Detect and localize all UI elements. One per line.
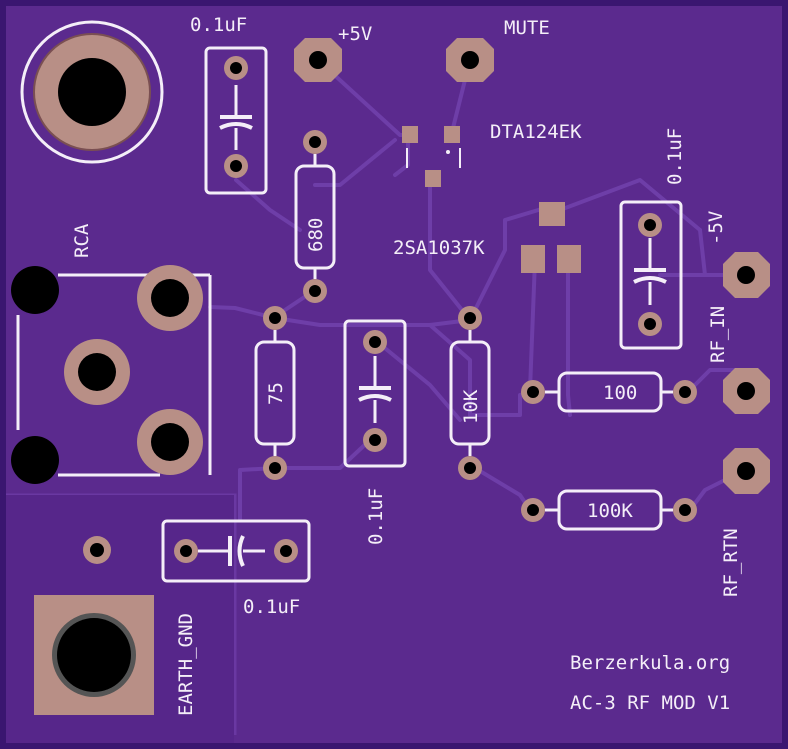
capacitor-c2 (619, 200, 683, 350)
label-dta124ek: DTA124EK (490, 121, 582, 143)
resistor-10k (449, 306, 491, 480)
pad-plus5v (294, 38, 342, 82)
label-r10k: 10K (460, 389, 482, 424)
capacitor-c3 (343, 319, 407, 468)
label-r75: 75 (265, 382, 287, 405)
pad-earth-gnd (34, 595, 154, 715)
transistor-dta124ek (402, 126, 461, 187)
label-website: Berzerkula.org (570, 652, 730, 674)
label-mute: MUTE (504, 17, 550, 39)
resistor-100k (521, 489, 697, 531)
label-earth-gnd: EARTH_GND (175, 613, 197, 716)
mounting-hole (20, 20, 164, 164)
resistor-680 (294, 130, 336, 303)
mounting-hole-drill (58, 58, 126, 126)
label-cap-right: 0.1uF (664, 128, 686, 185)
label-r680: 680 (305, 218, 327, 252)
label-cap-mid: 0.1uF (365, 488, 387, 545)
label-rf-in: RF_IN (707, 306, 729, 363)
label-r100: 100 (603, 382, 637, 404)
label-2sa1037k: 2SA1037K (393, 237, 485, 259)
pad-rf-in (723, 368, 770, 414)
capacitor-c1 (204, 46, 268, 195)
resistor-75 (254, 306, 296, 480)
label-rf-rtn: RF_RTN (720, 528, 742, 597)
label-cap-bottom: 0.1uF (243, 596, 300, 618)
rca-connector (11, 265, 212, 484)
label-cap-top: 0.1uF (190, 14, 247, 36)
capacitor-c4 (161, 519, 311, 583)
label-r100k: 100K (587, 500, 633, 522)
resistor-100 (521, 371, 697, 413)
label-plus5v: +5V (338, 23, 372, 45)
label-rca: RCA (71, 223, 93, 258)
pad-rf-rtn (723, 448, 770, 494)
label-minus5v: -5V (705, 211, 727, 245)
pad-earth-small (83, 536, 111, 564)
transistor-2sa1037k (521, 202, 581, 273)
label-board-title: AC-3 RF MOD V1 (570, 692, 730, 714)
pad-minus5v (723, 252, 770, 298)
pad-mute (446, 38, 494, 82)
